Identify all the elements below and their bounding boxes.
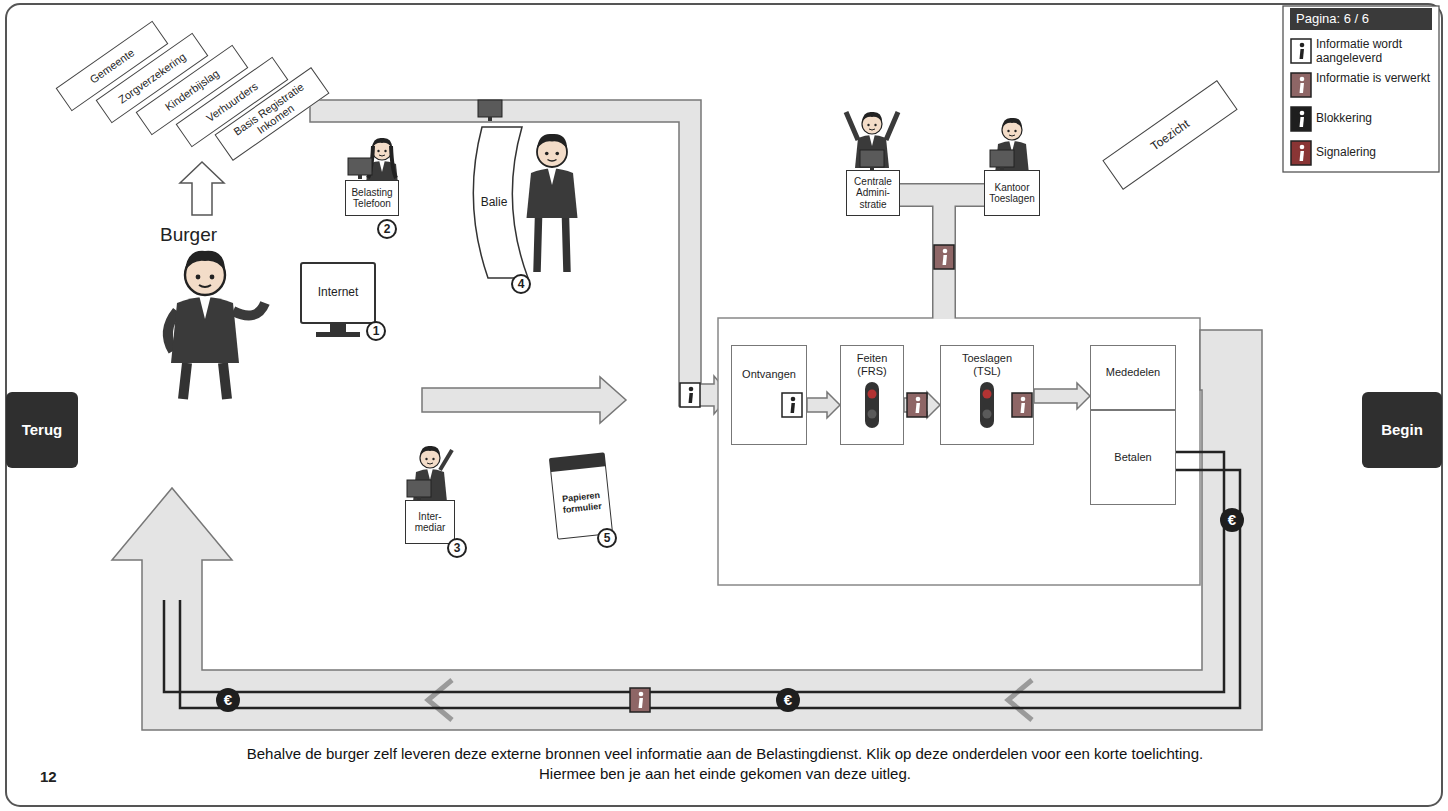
node-text: Centrale Admini-stratie [851, 176, 895, 211]
node-text: Terug [22, 421, 63, 438]
actor-label: Burger [160, 224, 217, 246]
info-glyph-stem [1300, 49, 1305, 59]
legend-swatch [1290, 38, 1312, 64]
process-box: Toeslagen (TSL) [940, 345, 1034, 445]
node-text: Internet [318, 286, 359, 300]
flow-arrow [807, 392, 840, 418]
info-glyph-stem [1300, 151, 1305, 161]
desk-box: Belasting Telefoon [345, 180, 399, 216]
legend-text: Signalering [1316, 145, 1434, 159]
node-text: Belasting Telefoon [350, 187, 394, 210]
callout-number: 4 [511, 274, 531, 294]
node-text: Feiten (FRS) [847, 352, 897, 377]
euro-symbol: € [1220, 508, 1244, 532]
desk-box: Kantoor Toeslagen [984, 170, 1040, 216]
legend-swatch-fill [1291, 107, 1311, 131]
process-box: Ontvangen [731, 345, 807, 445]
legend-swatch [1290, 72, 1312, 98]
node-text: Inter-mediar [410, 511, 450, 534]
node-text: Ontvangen [742, 368, 796, 381]
page-number: 12 [40, 768, 57, 785]
desk-box: Inter-mediar [405, 500, 455, 544]
legend-text: Informatie is verwerkt [1316, 71, 1434, 85]
callout-number: 5 [597, 528, 617, 548]
info-glyph-dot [1300, 43, 1305, 48]
euro-symbol: € [216, 688, 240, 712]
node-text: Toeslagen (TSL) [955, 352, 1019, 377]
node-text: Betalen [1114, 451, 1151, 464]
info-glyph-dot [1300, 145, 1305, 150]
node-text: Begin [1381, 421, 1423, 438]
info-glyph-stem [1300, 83, 1305, 93]
nav-button: Terug [6, 392, 78, 468]
page-indicator: Pagina: 6 / 6 [1290, 8, 1432, 30]
panel-outline-path [473, 127, 528, 278]
info-glyph-dot [1300, 111, 1305, 116]
callout-number: 3 [447, 538, 467, 558]
node-text: Kantoor Toeslagen [989, 182, 1035, 205]
euro-symbol: € [776, 688, 800, 712]
desk-box: Centrale Admini-stratie [846, 170, 900, 216]
nav-button: Begin [1362, 392, 1442, 468]
legend-swatch-fill [1291, 39, 1311, 63]
legend-text: Blokkering [1316, 111, 1434, 125]
callout-number: 2 [377, 219, 397, 239]
node-text: Papieren formulier [558, 490, 606, 515]
process-box: Betalen [1090, 410, 1176, 505]
info-glyph-dot [1300, 77, 1305, 82]
counter-panel: Balie [462, 125, 532, 280]
info-glyph-stem [1300, 117, 1305, 127]
paper-form: Papieren formulier [549, 452, 613, 539]
legend-text: Informatie wordt aangeleverd [1316, 37, 1434, 65]
legend-swatch [1290, 140, 1312, 166]
legend-swatch [1290, 106, 1312, 132]
caption: Behalve de burger zelf leveren deze exte… [240, 744, 1210, 784]
node-text: Balie [481, 196, 508, 210]
callout-number: 1 [366, 321, 386, 341]
legend-swatch-fill [1291, 141, 1311, 165]
node-text: Mededelen [1106, 366, 1160, 379]
flow-arrow [1034, 383, 1090, 409]
process-box: Mededelen [1090, 345, 1176, 410]
monitor-screen: Internet [300, 262, 376, 324]
flow-arrow [904, 392, 940, 418]
process-box: Feiten (FRS) [840, 345, 904, 445]
legend-swatch-fill [1291, 73, 1311, 97]
